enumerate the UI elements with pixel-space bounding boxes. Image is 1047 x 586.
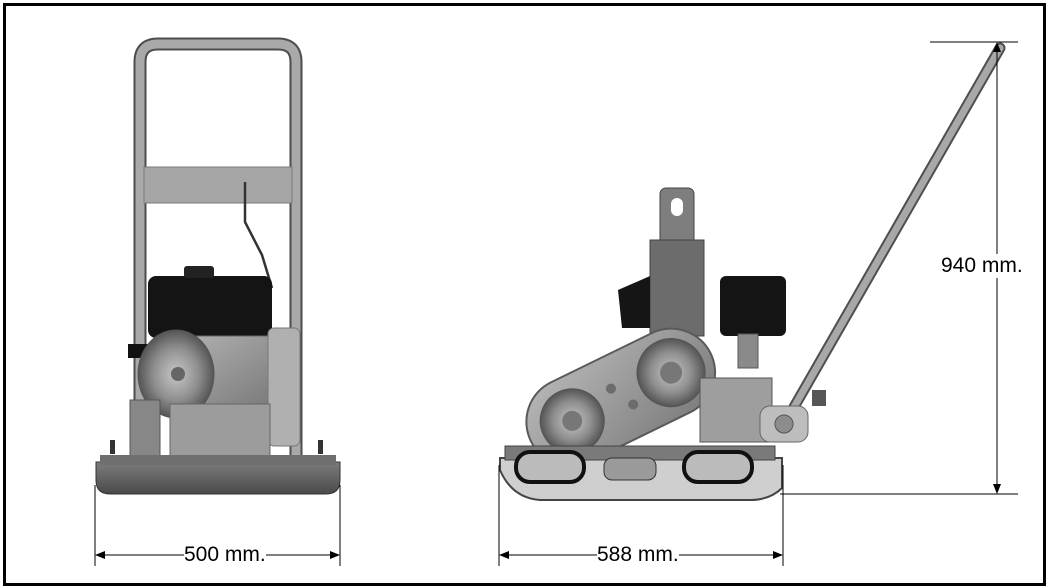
front-engine-tank bbox=[148, 276, 272, 338]
side-engine-right bbox=[720, 276, 786, 336]
rubber-buffer-rear bbox=[682, 450, 754, 484]
belt-housing bbox=[525, 327, 717, 467]
side-engine-left bbox=[618, 276, 650, 328]
height-dimension-label: 940 mm. bbox=[941, 254, 1023, 278]
lifting-eye-hole bbox=[671, 198, 683, 216]
length-arrow-left bbox=[499, 551, 509, 559]
height-arrow-bottom bbox=[993, 484, 1001, 494]
height-arrow-top bbox=[993, 42, 1001, 52]
housing-bolt-a bbox=[605, 383, 616, 394]
width-arrow-right bbox=[330, 551, 340, 559]
center-mount bbox=[603, 457, 657, 481]
front-plate-top bbox=[100, 455, 336, 465]
front-pulley-hub bbox=[171, 367, 185, 381]
front-crossbar bbox=[143, 166, 293, 204]
width-arrow-left bbox=[95, 551, 105, 559]
dimension-arrows bbox=[95, 42, 1001, 559]
rubber-buffer-front bbox=[514, 450, 586, 484]
handle-latch bbox=[812, 390, 826, 406]
diagram-border bbox=[3, 3, 1046, 586]
front-handle-frame bbox=[135, 39, 301, 470]
front-bolt-left bbox=[110, 440, 115, 454]
front-tank-cap bbox=[184, 266, 214, 278]
front-view-drawing bbox=[95, 37, 341, 495]
lower-pulley-hub bbox=[562, 410, 583, 431]
side-handle bbox=[778, 44, 1004, 432]
front-belt-guard bbox=[267, 327, 301, 447]
housing-bolt-b bbox=[628, 399, 639, 410]
length-dimension-label: 588 mm. bbox=[597, 543, 679, 567]
front-base-plate bbox=[95, 461, 341, 495]
lifting-eye bbox=[659, 187, 695, 249]
lift-column bbox=[649, 239, 705, 337]
width-dimension-label: 500 mm. bbox=[184, 543, 266, 567]
front-side-mount bbox=[129, 399, 161, 457]
throttle-cable bbox=[243, 182, 274, 289]
side-view-drawing bbox=[499, 42, 1006, 501]
handle-pivot-bolt bbox=[774, 414, 794, 434]
length-arrow-right bbox=[773, 551, 783, 559]
front-bolt-right bbox=[318, 440, 323, 454]
side-engine-post bbox=[737, 333, 759, 369]
front-exciter-block bbox=[169, 403, 271, 461]
upper-pulley-hub bbox=[660, 361, 683, 384]
